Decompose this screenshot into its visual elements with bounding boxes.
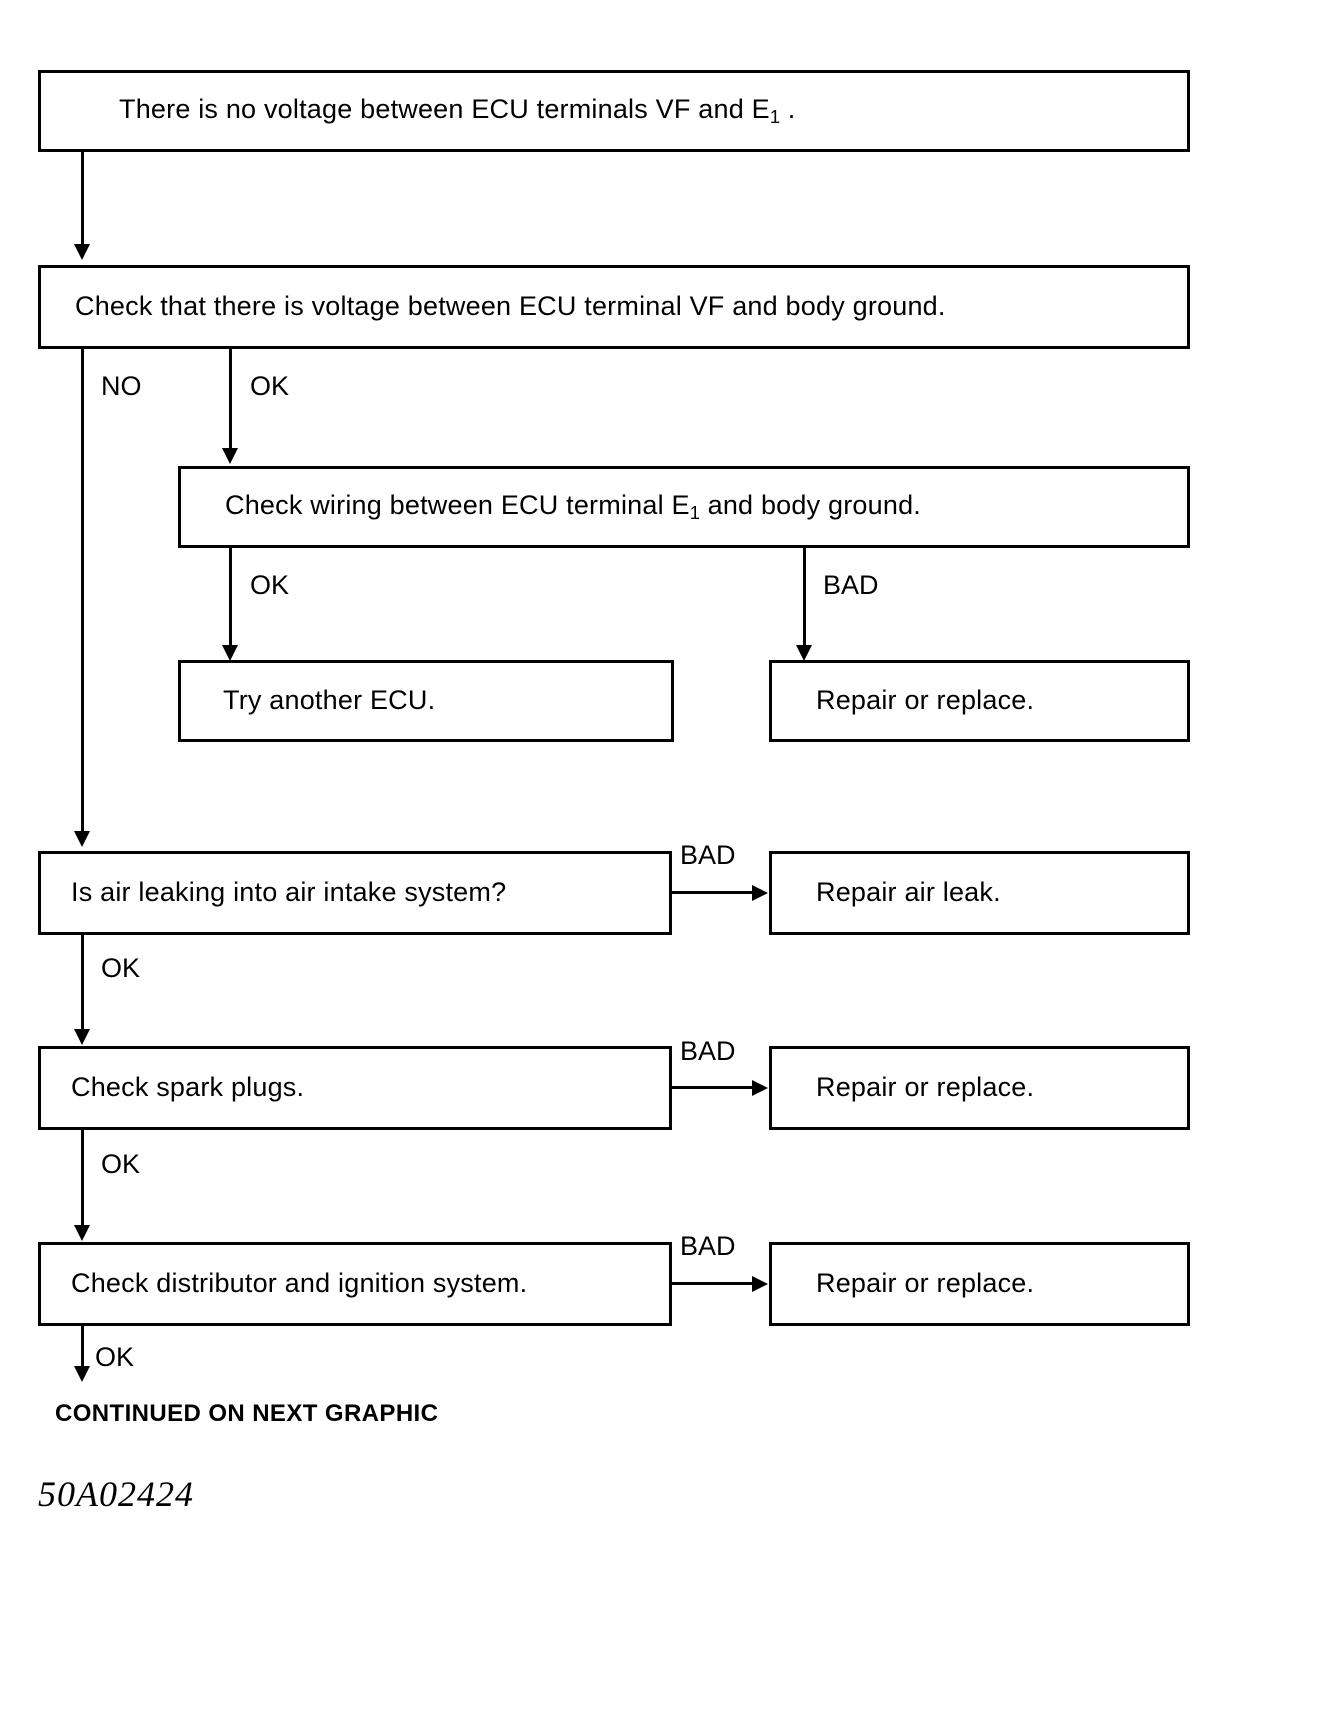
connector-n10-ok-to-continued bbox=[81, 1326, 84, 1372]
arrowhead-n8-bad-to-n9 bbox=[752, 1080, 768, 1096]
node-is-air-leaking: Is air leaking into air intake system? bbox=[38, 851, 672, 935]
arrowhead-n8-ok-to-n10 bbox=[74, 1225, 90, 1241]
edge-label-n6-bad: BAD bbox=[680, 840, 736, 870]
node1-text-suffix: . bbox=[780, 94, 796, 125]
edge-label-n3-ok: OK bbox=[250, 570, 290, 600]
node-repair-or-replace-distributor: Repair or replace. bbox=[769, 1242, 1190, 1326]
connector-n2-ok-to-n3 bbox=[229, 349, 232, 452]
node3-text-suffix: and body ground. bbox=[699, 490, 921, 521]
node-check-spark-plugs-text: Check spark plugs. bbox=[71, 1072, 305, 1103]
arrowhead-n6-bad-to-n7 bbox=[752, 885, 768, 901]
connector-n6-ok-to-n8 bbox=[81, 935, 84, 1033]
node-try-another-ecu: Try another ECU. bbox=[178, 660, 674, 742]
edge-label-n8-bad: BAD bbox=[680, 1036, 736, 1066]
connector-n8-bad-to-n9 bbox=[672, 1086, 754, 1089]
connector-n3-ok-to-n4 bbox=[229, 548, 232, 649]
node-check-distributor-ignition-text: Check distributor and ignition system. bbox=[71, 1268, 528, 1299]
node-check-voltage-vf-body-ground-text: Check that there is voltage between ECU … bbox=[75, 291, 946, 322]
plate-id-label: 50A02424 bbox=[38, 1474, 194, 1514]
node3-subscript: 1 bbox=[689, 502, 700, 524]
node2-text-main: Check that there is voltage between ECU … bbox=[75, 291, 946, 322]
arrowhead-n2-ok-to-n3 bbox=[222, 448, 238, 464]
edge-label-n2-no: NO bbox=[101, 371, 142, 401]
node-repair-air-leak-text: Repair air leak. bbox=[816, 877, 1001, 908]
connector-n1-to-n2 bbox=[81, 152, 84, 248]
node-repair-or-replace-spark-plugs: Repair or replace. bbox=[769, 1046, 1190, 1130]
node-check-wiring-e1-body-ground: Check wiring between ECU terminal E1 and… bbox=[178, 466, 1190, 548]
node-repair-air-leak: Repair air leak. bbox=[769, 851, 1190, 935]
node-check-distributor-ignition: Check distributor and ignition system. bbox=[38, 1242, 672, 1326]
arrowhead-n2-no-to-n6 bbox=[74, 831, 90, 847]
node-is-air-leaking-text: Is air leaking into air intake system? bbox=[71, 877, 507, 908]
edge-label-n10-bad: BAD bbox=[680, 1231, 736, 1261]
node-check-wiring-e1-body-ground-text: Check wiring between ECU terminal E1 and… bbox=[225, 490, 921, 523]
arrowhead-n6-ok-to-n8 bbox=[74, 1029, 90, 1045]
node-no-voltage-vf-e1-text: There is no voltage between ECU terminal… bbox=[119, 94, 795, 127]
node-check-spark-plugs: Check spark plugs. bbox=[38, 1046, 672, 1130]
arrowhead-n3-ok-to-n4 bbox=[222, 645, 238, 661]
node-repair-or-replace-distributor-text: Repair or replace. bbox=[816, 1268, 1035, 1299]
node-no-voltage-vf-e1: There is no voltage between ECU terminal… bbox=[38, 70, 1190, 152]
node1-subscript: 1 bbox=[769, 106, 781, 128]
node-check-voltage-vf-body-ground: Check that there is voltage between ECU … bbox=[38, 265, 1190, 349]
arrowhead-n1-to-n2 bbox=[74, 244, 90, 260]
connector-n3-bad-to-n5 bbox=[803, 548, 806, 649]
node-repair-or-replace-spark-plugs-text: Repair or replace. bbox=[816, 1072, 1035, 1103]
node-try-another-ecu-text: Try another ECU. bbox=[223, 685, 436, 716]
connector-n10-bad-to-n11 bbox=[672, 1282, 754, 1285]
edge-label-n3-bad: BAD bbox=[823, 570, 879, 600]
edge-label-n8-ok: OK bbox=[101, 1149, 141, 1179]
edge-label-n10-ok: OK bbox=[95, 1342, 135, 1372]
connector-n6-bad-to-n7 bbox=[672, 891, 754, 894]
arrowhead-n10-bad-to-n11 bbox=[752, 1276, 768, 1292]
arrowhead-n10-ok-to-continued bbox=[74, 1366, 90, 1382]
connector-n8-ok-to-n10 bbox=[81, 1130, 84, 1229]
node-repair-or-replace-wiring: Repair or replace. bbox=[769, 660, 1190, 742]
connector-n2-no-spine bbox=[81, 349, 84, 835]
continued-note: CONTINUED ON NEXT GRAPHIC bbox=[55, 1400, 439, 1427]
arrowhead-n3-bad-to-n5 bbox=[796, 645, 812, 661]
node1-text-main: There is no voltage between ECU terminal… bbox=[119, 94, 770, 125]
node-repair-or-replace-wiring-text: Repair or replace. bbox=[816, 685, 1035, 716]
edge-label-n2-ok: OK bbox=[250, 371, 290, 401]
node3-text-main: Check wiring between ECU terminal E bbox=[225, 490, 690, 521]
edge-label-n6-ok: OK bbox=[101, 953, 141, 983]
